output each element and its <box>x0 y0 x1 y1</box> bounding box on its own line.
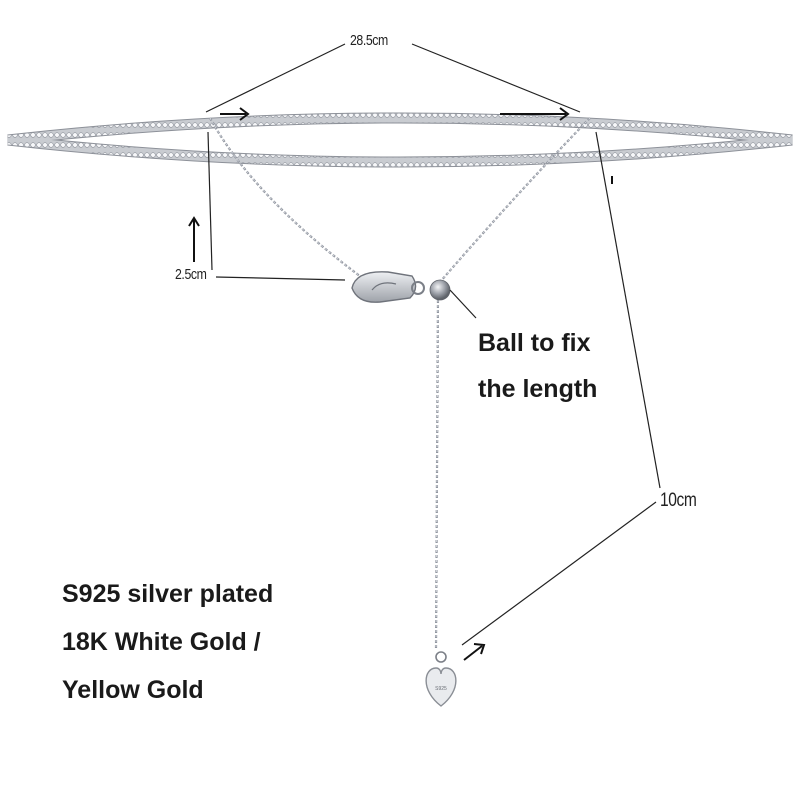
ball-callout-line2: the length <box>478 375 598 403</box>
drop-chain-highlight <box>209 117 591 651</box>
dimension-lines <box>205 43 661 646</box>
pendant-stamp: S925 <box>435 686 447 692</box>
tennis-chain <box>7 112 793 168</box>
arrows <box>188 107 613 661</box>
ball-callout: Ball to fix the length <box>478 320 597 412</box>
lobster-clasp <box>351 271 425 303</box>
material-line1: S925 silver plated <box>62 580 274 608</box>
ball-callout-line1: Ball to fix <box>478 329 591 357</box>
material-line2: 18K White Gold / <box>62 628 261 656</box>
adjuster-ball <box>429 279 451 301</box>
material-line3: Yellow Gold <box>62 676 204 704</box>
width-dimension-label: 28.5cm <box>350 32 388 49</box>
drop-dimension-label: 10cm <box>660 490 697 511</box>
material-info: S925 silver plated 18K White Gold / Yell… <box>62 570 273 714</box>
heart-tag: S925 <box>425 651 457 707</box>
height-dimension-label: 2.5cm <box>175 266 207 283</box>
